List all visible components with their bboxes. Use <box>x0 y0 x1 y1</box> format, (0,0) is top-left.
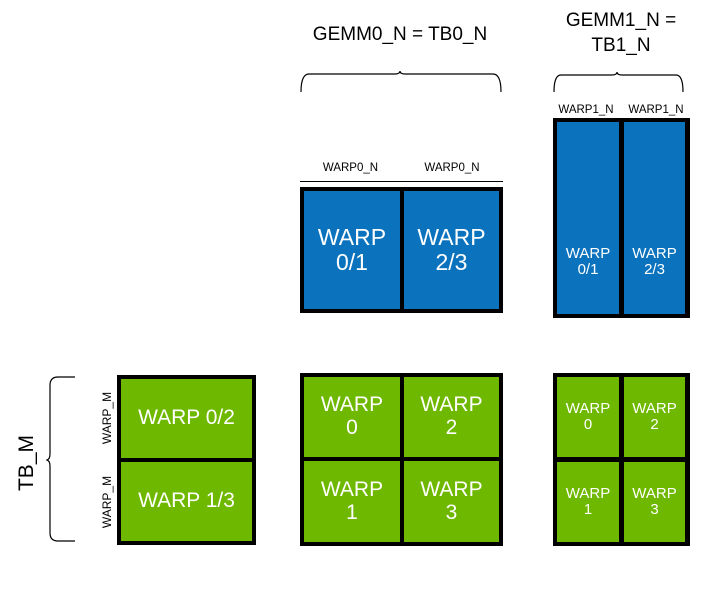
warp0-n-label-left: WARP0_N <box>322 162 379 174</box>
gemm0-blue-cell-warp23[interactable]: WARP 2/3 <box>404 191 499 309</box>
gemm1-blue-group: WARP 0/1 WARP 2/3 <box>553 118 690 318</box>
warp1-n-label-right: WARP1_N <box>628 104 684 116</box>
gemm0-blue-top-rule <box>300 181 503 182</box>
gemm1-green-cell-warp1[interactable]: WARP 1 <box>557 462 619 542</box>
gemm1-green-cell-warp2[interactable]: WARP 2 <box>624 377 685 457</box>
gemm1-green-cell-warp0[interactable]: WARP 0 <box>557 377 619 457</box>
gemm0-blue-group: WARP 0/1 WARP 2/3 <box>300 187 503 313</box>
gemm0-green-cell-warp1[interactable]: WARP 1 <box>304 461 400 542</box>
gemm0-brace <box>300 70 502 93</box>
gemm1-green-cell-warp3[interactable]: WARP 3 <box>624 462 685 542</box>
gemm0-green-group: WARP 0 WARP 2 WARP 1 WARP 3 <box>300 373 503 546</box>
gemm1-blue-cell-warp23[interactable]: WARP 2/3 <box>624 122 685 314</box>
warp-m-label-top: WARP_M <box>100 391 114 445</box>
gemm1-brace <box>553 71 684 93</box>
tb-m-label: TB_M <box>15 435 38 492</box>
gemm0-title: GEMM0_N = TB0_N <box>312 24 488 45</box>
gemm0-green-cell-warp2[interactable]: WARP 2 <box>404 377 499 457</box>
gemm1-blue-cell-warp01[interactable]: WARP 0/1 <box>557 122 619 314</box>
tb-m-brace <box>46 376 75 542</box>
gemm0-green-cell-warp0[interactable]: WARP 0 <box>304 377 400 457</box>
gemm1-blue-top-labels: WARP1_N WARP1_N <box>551 103 691 117</box>
gemm0-blue-cell-warp01[interactable]: WARP 0/1 <box>304 191 400 309</box>
warp1-n-label-left: WARP1_N <box>558 104 614 116</box>
tb-m-green-cell-warp13[interactable]: WARP 1/3 <box>121 462 252 541</box>
tb-m-green-group: WARP 0/2 WARP 1/3 <box>117 375 256 545</box>
tb-m-green-cell-warp02[interactable]: WARP 0/2 <box>121 379 252 458</box>
gemm1-green-group: WARP 0 WARP 2 WARP 1 WARP 3 <box>553 373 690 546</box>
warp-m-label-bottom: WARP_M <box>100 475 114 529</box>
gemm0-green-cell-warp3[interactable]: WARP 3 <box>404 461 499 542</box>
gemm0-blue-top-labels: WARP0_N WARP0_N <box>300 161 503 175</box>
warp0-n-label-right: WARP0_N <box>424 162 480 174</box>
gemm1-title: GEMM1_N = TB1_N <box>565 10 677 56</box>
